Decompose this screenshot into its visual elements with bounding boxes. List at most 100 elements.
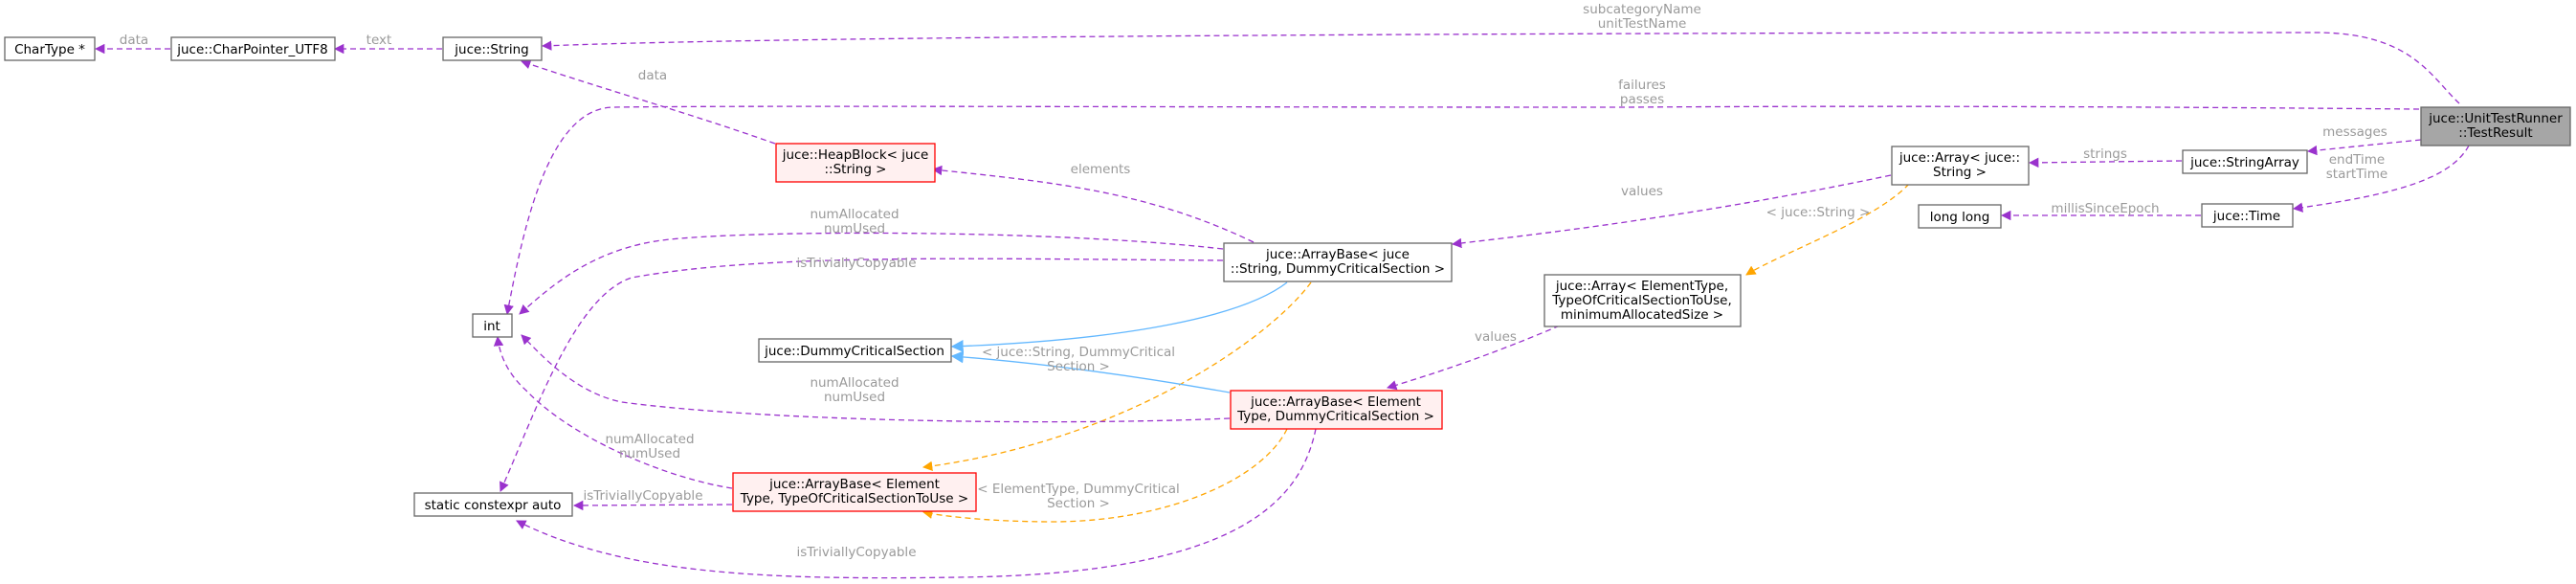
text-line: String > (1933, 165, 1987, 180)
text-line: juce::Time (2212, 209, 2280, 224)
text-line: isTriviallyCopyable (584, 488, 703, 504)
text-line: passes (1620, 92, 1664, 107)
node-charpointer-utf8[interactable]: juce::CharPointer_UTF8 (170, 36, 336, 61)
svg-text:juce::ArrayBase< ElementType,: juce::ArrayBase< ElementType, DummyCriti… (1236, 394, 1434, 424)
text-line: messages (2322, 124, 2387, 140)
svg-text:juce::StringArray: juce::StringArray (2189, 155, 2299, 170)
node-arraybase-string[interactable]: juce::ArrayBase< juce::String, DummyCrit… (1223, 242, 1453, 282)
edge-subcategory-unit (541, 32, 2460, 104)
text-line: int (483, 319, 500, 334)
text-line: failures (1618, 78, 1666, 93)
text-line: juce::String (454, 42, 528, 57)
text-line: juce::ArrayBase< Element (1250, 394, 1421, 410)
text-line: < juce::String > (1766, 205, 1871, 220)
svg-text:CharType *: CharType * (14, 42, 85, 57)
text-line: unitTestName (1598, 16, 1687, 32)
node-array-string[interactable]: juce::Array< juce::String > (1891, 146, 2030, 186)
label-millis: millisSinceEpoch (2051, 201, 2159, 216)
node-int[interactable]: int (472, 313, 513, 338)
label-data-heapblock: data (638, 68, 667, 83)
node-testresult[interactable]: juce::UnitTestRunner::TestResult (2420, 106, 2571, 146)
svg-text:static constexpr auto: static constexpr auto (425, 498, 562, 513)
node-chartype[interactable]: CharType * (4, 36, 96, 61)
label-values-top: values (1621, 184, 1663, 199)
node-heapblock[interactable]: juce::HeapBlock< juce::String > (775, 143, 936, 183)
text-line: numUsed (619, 446, 680, 461)
label-text-charpointer: text (366, 33, 392, 48)
text-line: data (638, 68, 667, 83)
text-line: numAllocated (605, 432, 694, 447)
text-line: values (1621, 184, 1663, 199)
edge-numalloc-3 (493, 335, 733, 489)
text-line: juce::UnitTestRunner (2428, 111, 2563, 126)
edge-failures-passes (503, 105, 2420, 316)
node-juce-time[interactable]: juce::Time (2201, 203, 2294, 228)
label-messages: messages (2322, 124, 2387, 140)
edge-numalloc-1 (519, 232, 1224, 315)
text-line: isTriviallyCopyable (797, 545, 917, 560)
svg-text:juce::String: juce::String (454, 42, 528, 57)
svg-text:juce::Time: juce::Time (2212, 209, 2280, 224)
edge-elem-dummy-tpl (922, 428, 1288, 523)
label-trivially-3: isTriviallyCopyable (797, 545, 917, 560)
edge-trivially-3 (516, 428, 1317, 579)
edge-juce-string-tpl (1745, 183, 1910, 276)
svg-text:juce::ArrayBase< juce::String,: juce::ArrayBase< juce::String, DummyCrit… (1231, 247, 1445, 277)
svg-text:juce::UnitTestRunner::TestResu: juce::UnitTestRunner::TestResult (2428, 111, 2563, 141)
node-static-constexpr-auto[interactable]: static constexpr auto (413, 492, 573, 517)
svg-text:long long: long long (1930, 210, 1990, 225)
text-line: text (366, 33, 392, 48)
label-elements: elements (1071, 162, 1131, 177)
text-line: < ElementType, DummyCritical (977, 482, 1180, 497)
edge-values-mid (1387, 325, 1561, 391)
label-strings: strings (2083, 146, 2127, 162)
svg-text:juce::ArrayBase< ElementType,: juce::ArrayBase< ElementType, TypeOfCrit… (740, 477, 968, 506)
svg-text:juce::Array< ElementType,TypeO: juce::Array< ElementType,TypeOfCriticalS… (1551, 279, 1731, 323)
node-dummy-critical-section[interactable]: juce::DummyCriticalSection (758, 338, 952, 363)
text-line: subcategoryName (1583, 2, 1701, 17)
text-line: endTime (2329, 152, 2385, 168)
label-values-mid: values (1475, 329, 1517, 345)
label-trivially-2: isTriviallyCopyable (584, 488, 703, 504)
node-array-generic[interactable]: juce::Array< ElementType,TypeOfCriticalS… (1543, 274, 1742, 327)
edge-strings (2028, 157, 2183, 168)
text-line: minimumAllocatedSize > (1561, 307, 1723, 323)
svg-text:juce::DummyCriticalSection: juce::DummyCriticalSection (764, 344, 944, 359)
label-data-chartype: data (120, 33, 148, 48)
edge-trivially-1 (500, 258, 1224, 492)
node-juce-string[interactable]: juce::String (442, 36, 543, 61)
text-line: < juce::String, DummyCritical (982, 345, 1175, 360)
text-line: juce::Array< ElementType, (1555, 279, 1728, 294)
text-line: ::TestResult (2458, 125, 2532, 141)
text-line: static constexpr auto (425, 498, 562, 513)
text-line: juce::CharPointer_UTF8 (176, 42, 328, 57)
text-line: juce::DummyCriticalSection (764, 344, 944, 359)
text-line: numAllocated (810, 375, 899, 391)
text-line: values (1475, 329, 1517, 345)
edge-numalloc-2 (521, 334, 1231, 423)
text-line: TypeOfCriticalSectionToUse, (1551, 293, 1731, 308)
node-long-long[interactable]: long long (1918, 204, 2002, 229)
edge-inherit-2 (950, 350, 1231, 393)
text-line: Section > (1047, 496, 1110, 511)
svg-text:juce::CharPointer_UTF8: juce::CharPointer_UTF8 (176, 42, 328, 57)
text-line: startTime (2326, 167, 2387, 182)
label-trivially-1: isTriviallyCopyable (797, 256, 917, 271)
text-line: ::String, DummyCriticalSection > (1231, 261, 1445, 277)
edge-data-heapblock (521, 59, 776, 145)
text-line: numAllocated (810, 207, 899, 222)
node-stringarray[interactable]: juce::StringArray (2182, 149, 2308, 174)
text-line: numUsed (824, 390, 885, 405)
text-line: millisSinceEpoch (2051, 201, 2159, 216)
text-line: data (120, 33, 148, 48)
text-line: Section > (1047, 359, 1110, 374)
text-line: Type, TypeOfCriticalSectionToUse > (740, 491, 968, 506)
